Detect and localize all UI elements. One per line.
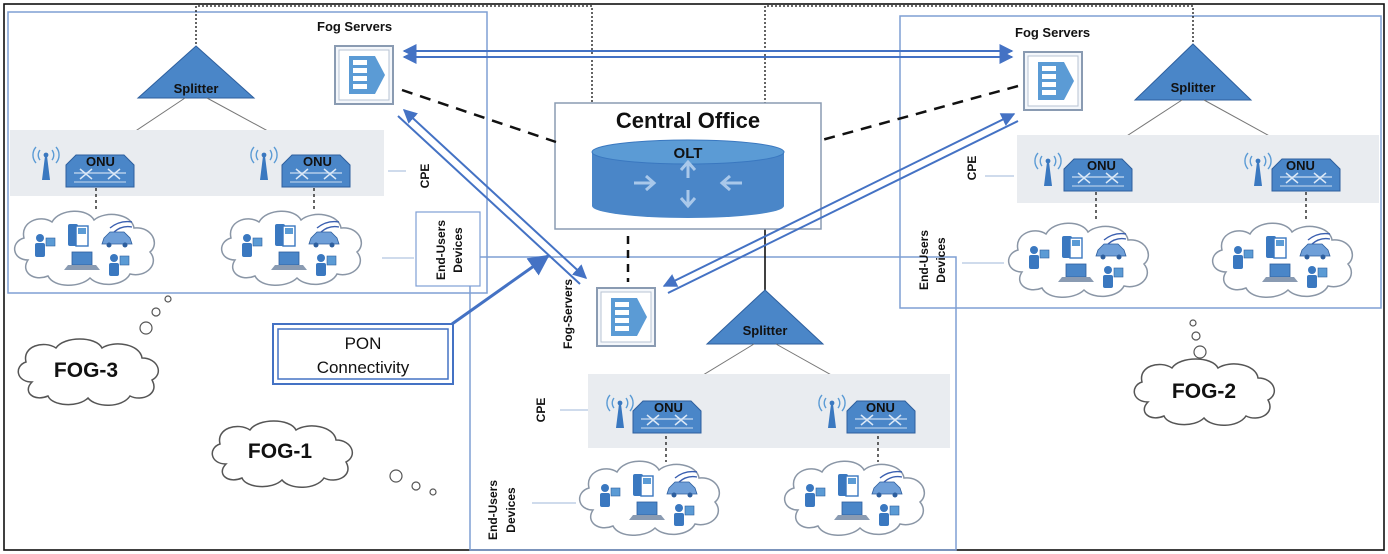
- fog3-onu-label-right: ONU: [303, 154, 332, 169]
- fog2-cloud-label: FOG-2: [1172, 380, 1236, 403]
- fog3-server-icon: [334, 45, 394, 105]
- fog3-thought-dot-2: [151, 307, 161, 317]
- fog3-end-users-line1: End-Users: [434, 220, 448, 280]
- fog1-cpe-label: CPE: [534, 398, 548, 423]
- pon-arrow-fog2-fog1: [662, 113, 1019, 294]
- fog3-onu-label-left: ONU: [86, 154, 115, 169]
- fog2-cpe-label: CPE: [965, 156, 979, 181]
- fog3-servers-label: Fog Servers: [317, 19, 392, 34]
- fog2-servers-label: Fog Servers: [1015, 25, 1090, 40]
- fog2-thought-dot-2: [1191, 331, 1201, 341]
- fog1-thought-dot-1: [389, 469, 403, 483]
- fog2-end-users-line2: Devices: [934, 237, 948, 283]
- pon-label-line2: Connectivity: [317, 358, 410, 377]
- pon-pointer-arrow: [451, 254, 550, 326]
- fog1-splitter-icon: [705, 289, 825, 345]
- fog1-servers-label: Fog-Servers: [561, 279, 575, 349]
- dashed-link-fog2-olt: [821, 84, 1019, 142]
- fog3-splitter-icon: [136, 45, 256, 99]
- pon-arrow-fog3-fog2: [402, 44, 1014, 64]
- fiber-line-fog3: [195, 5, 593, 148]
- fog2-splitter-icon: [1133, 43, 1253, 101]
- fog2-end-users-line1: End-Users: [917, 230, 931, 290]
- fog2-devices-cloud-right: [1211, 222, 1354, 299]
- fog3-splitter-label: Splitter: [174, 81, 219, 96]
- olt-label: OLT: [674, 145, 703, 162]
- fog3-end-users-box: [415, 211, 481, 287]
- fog1-devices-cloud-left: [578, 460, 721, 537]
- fog1-splitter-label: Splitter: [743, 323, 788, 338]
- fog1-onu-label-right: ONU: [866, 400, 895, 415]
- fog2-thought-dot-1: [1189, 319, 1197, 327]
- fog2-thought-dot-3: [1193, 345, 1207, 359]
- fog1-server-icon: [596, 287, 656, 347]
- central-office-title: Central Office: [616, 108, 760, 133]
- fog3-end-users-line2: Devices: [451, 227, 465, 273]
- fog1-onu-label-left: ONU: [654, 400, 683, 415]
- fog1-end-users-line1: End-Users: [486, 480, 500, 540]
- fog2-onu-label-left: ONU: [1087, 158, 1116, 173]
- fog3-devices-cloud-right: [220, 210, 363, 287]
- pon-connectivity-box: [272, 323, 454, 385]
- fog1-devices-cloud-right: [783, 460, 926, 537]
- fog3-cloud-label: FOG-3: [54, 359, 118, 382]
- fog1-thought-dot-2: [411, 481, 421, 491]
- fog3-cpe-label: CPE: [418, 164, 432, 189]
- fog3-devices-cloud-left: [13, 210, 156, 287]
- fog3-thought-dot-3: [139, 321, 153, 335]
- fog2-onu-label-right: ONU: [1286, 158, 1315, 173]
- fog1-end-users-line2: Devices: [504, 487, 518, 533]
- fiber-line-fog2: [764, 5, 1194, 148]
- dashed-link-fog3-olt: [401, 88, 557, 144]
- fog2-devices-cloud-left: [1007, 222, 1150, 299]
- fog1-thought-dot-3: [429, 488, 437, 496]
- fog2-splitter-label: Splitter: [1171, 80, 1216, 95]
- pon-label-line1: PON: [345, 334, 382, 353]
- fog3-thought-dot-1: [164, 295, 172, 303]
- fog1-cloud-label: FOG-1: [248, 440, 312, 463]
- fog2-server-icon: [1023, 51, 1083, 111]
